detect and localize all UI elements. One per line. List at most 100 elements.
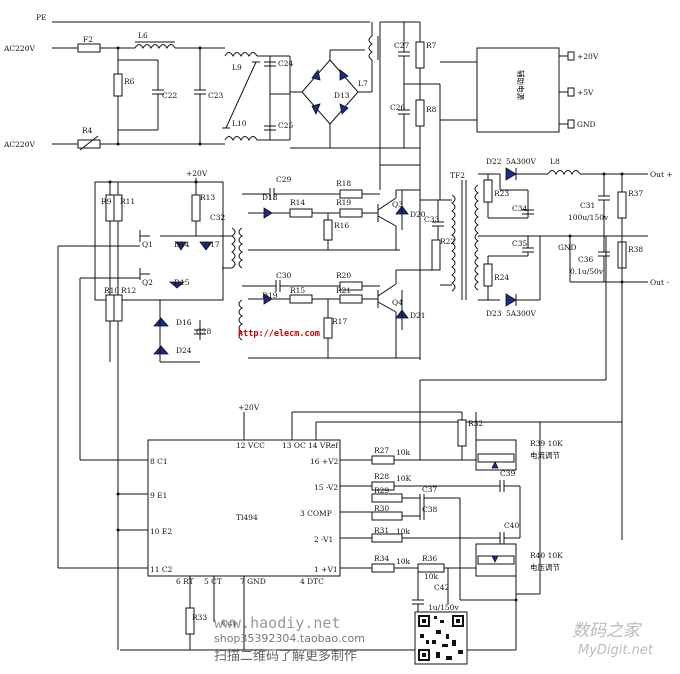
drive-stage (94, 178, 243, 363)
ic-pin-10: 10 E2 (150, 527, 172, 536)
ic-pin-vref: 14 VRef (308, 441, 339, 450)
rail-drive-20v: +20V (186, 169, 208, 178)
comp-q4: Q4 (392, 298, 403, 307)
upper-gate-drive (242, 188, 420, 251)
aux-supply-label: 辅助电源 (516, 70, 526, 100)
comp-r31: R31 (374, 526, 389, 535)
comp-c28: C28 (196, 327, 212, 336)
watermark-brand-en: MyDigit.net (578, 643, 654, 658)
comp-d20: D20 (410, 210, 426, 219)
comp-r40-note: 电压调节 (530, 562, 560, 572)
watermark-shop: shop35392304.taobao.com (214, 632, 365, 645)
ic-name: Tl494 (236, 513, 258, 522)
labels: PE AC220V AC220V F2 L6 R6 C22 C23 L9 L10… (3, 13, 673, 664)
comp-l8: L8 (550, 157, 560, 166)
ic-pin-2: 2 -V1 (314, 535, 333, 544)
comp-c22: C22 (162, 91, 178, 100)
comp-r24: R24 (494, 273, 509, 282)
aux-gnd-label: GND (577, 120, 596, 129)
comp-r7: R7 (426, 41, 437, 50)
input-filter (52, 21, 370, 151)
comp-d18: D18 (262, 193, 278, 202)
comp-r31-value: 10k (396, 527, 411, 536)
comp-d23-rating: 5A300V (506, 309, 537, 318)
comp-c41: C41 (222, 619, 237, 628)
comp-r9: R9 (101, 197, 112, 206)
ic-pin-oc: 13 OC (282, 441, 306, 450)
comp-c38: C38 (422, 505, 438, 514)
comp-c35: C35 (512, 239, 528, 248)
ic-pin-3: 3 COMP (300, 509, 332, 518)
comp-r6: R6 (124, 77, 135, 86)
comp-r34: R34 (374, 554, 389, 563)
comp-r28-value: 10K (396, 474, 412, 483)
comp-c36-value: 0.1u/50v (570, 267, 604, 276)
aux-supply (440, 47, 575, 133)
comp-c34: C34 (512, 204, 528, 213)
secondary-output (478, 167, 648, 540)
aux-20v-label: +20V (577, 52, 599, 61)
comp-q2: Q2 (142, 278, 153, 287)
comp-d14: D14 (174, 240, 190, 249)
main-transformer (420, 180, 479, 300)
comp-d19: D19 (262, 291, 278, 300)
comp-r32: R32 (468, 419, 483, 428)
comp-r34-value: 10k (396, 557, 411, 566)
comp-r27-value: 10k (396, 448, 411, 457)
comp-c39: C39 (500, 469, 516, 478)
comp-l10: L10 (232, 119, 247, 128)
comp-r39: R39 10K (530, 439, 563, 448)
bridge-rectifier (290, 49, 420, 149)
comp-r33: R33 (192, 613, 207, 622)
comp-l7: L7 (358, 79, 368, 88)
ic-pin-vcc: 12 VCC (236, 441, 265, 450)
comp-d21: D21 (410, 311, 426, 320)
comp-c32: C32 (210, 213, 226, 222)
comp-d17: D17 (204, 240, 220, 249)
bulk-storage (368, 21, 441, 360)
comp-l6: L6 (138, 31, 148, 40)
output-minus-label: Out - (650, 278, 669, 287)
comp-r29: R29 (374, 486, 389, 495)
comp-c25: C25 (278, 121, 294, 130)
comp-r38: R38 (628, 245, 643, 254)
comp-d13: D13 (334, 91, 350, 100)
pe-label: PE (36, 13, 47, 22)
comp-r4: R4 (82, 126, 93, 135)
comp-q1: Q1 (142, 240, 153, 249)
qr-code (414, 611, 468, 665)
comp-d15: D15 (174, 278, 190, 287)
comp-r39-note: 电流调节 (530, 450, 560, 460)
watermark-brand-cn: 数码之家 (572, 621, 642, 641)
comp-r16: R16 (334, 221, 349, 230)
ic-pin-4: 4 DTC (300, 577, 324, 586)
ic-pin-15: 15 -V2 (314, 483, 338, 492)
comp-r15: R15 (290, 286, 305, 295)
output-gnd-label: GND (558, 243, 577, 252)
comp-r11: R11 (120, 197, 135, 206)
comp-c30: C30 (276, 271, 292, 280)
comp-c36: C36 (578, 255, 594, 264)
comp-r28: R28 (374, 472, 389, 481)
comp-r10: R10 (104, 286, 119, 295)
comp-f2: F2 (83, 35, 93, 44)
comp-r37: R37 (628, 189, 643, 198)
comp-r17: R17 (332, 317, 347, 326)
comp-c42: C42 (434, 583, 450, 592)
comp-d24: D24 (176, 346, 192, 355)
comp-r14: R14 (290, 198, 305, 207)
rail-ic-20v: +20V (238, 403, 260, 412)
ac-input-top-label: AC220V (3, 44, 35, 53)
tl494-control (57, 236, 622, 651)
comp-r23: R23 (494, 189, 509, 198)
comp-d16: D16 (176, 318, 192, 327)
comp-d23: D23 (486, 309, 502, 318)
ic-pin-5: 5 CT (204, 577, 222, 586)
ic-pin-6: 6 RT (176, 577, 194, 586)
comp-r40: R40 10K (530, 551, 563, 560)
comp-c33: C33 (424, 215, 440, 224)
watermark-site: www.haodiy.net (214, 614, 340, 632)
comp-c23: C23 (208, 91, 224, 100)
comp-c29: C29 (276, 175, 292, 184)
